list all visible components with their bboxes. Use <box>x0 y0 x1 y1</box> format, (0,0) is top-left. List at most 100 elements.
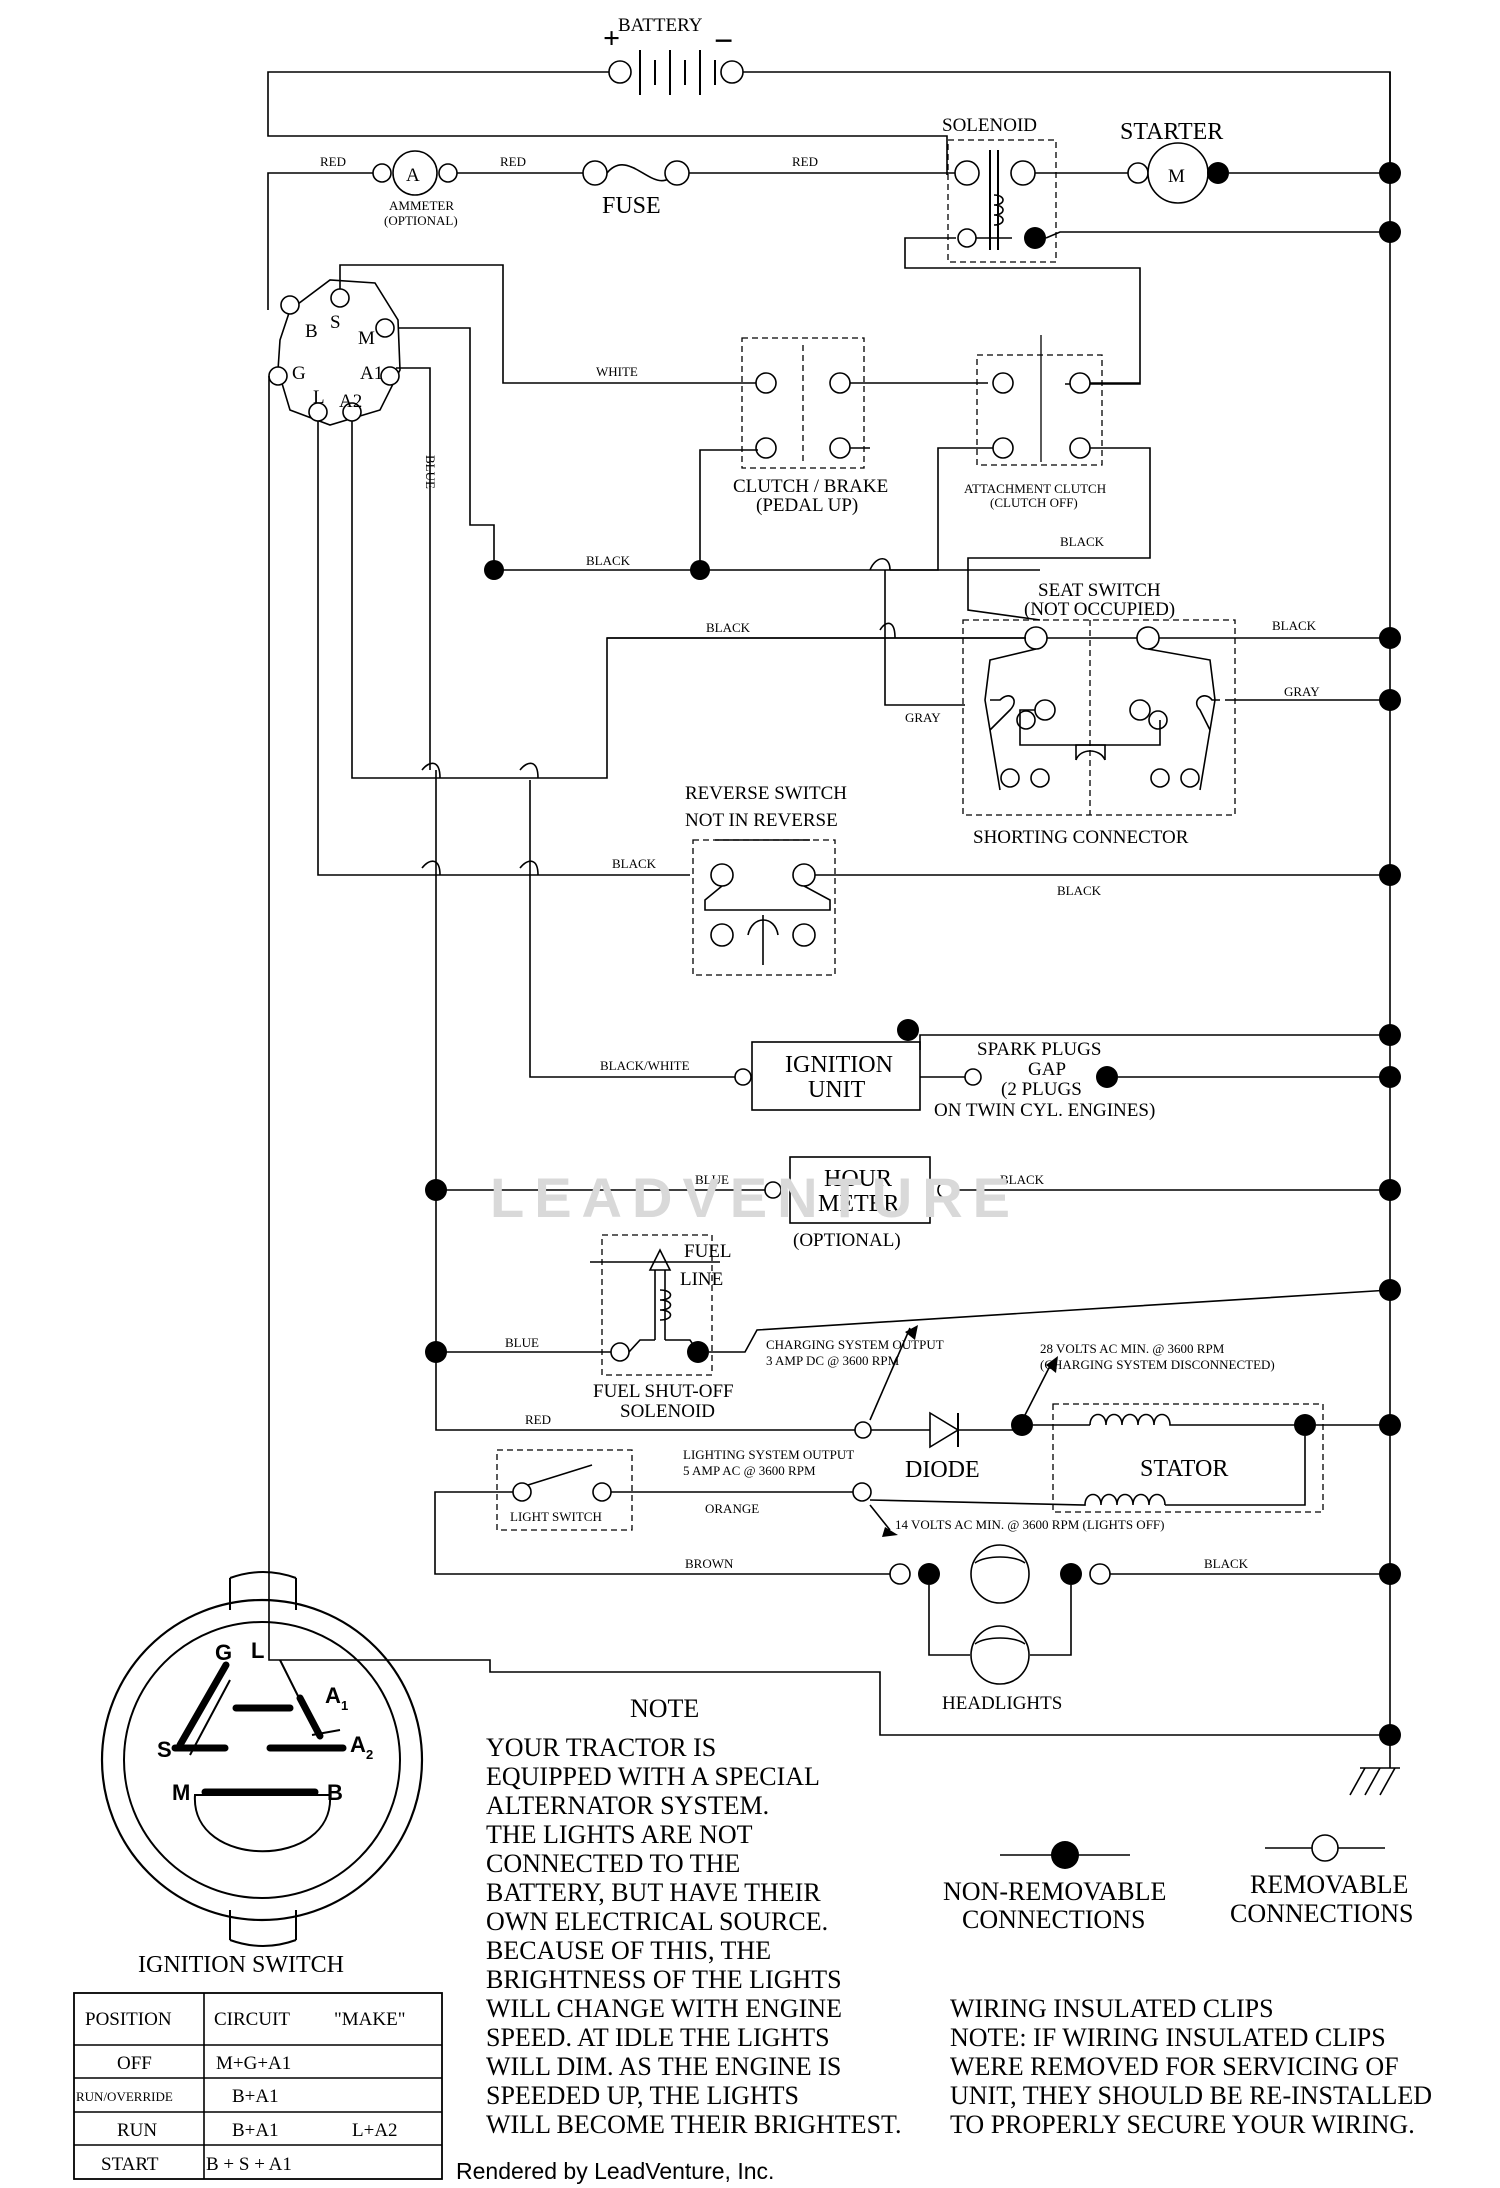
wire-crossover <box>519 762 539 779</box>
stator-label: STATOR <box>1140 1456 1228 1482</box>
volts14-label: 14 VOLTS AC MIN. @ 3600 RPM (LIGHTS OFF) <box>895 1517 1164 1532</box>
table-cell-extra: L+A2 <box>352 2120 398 2141</box>
ammeter-optional: (OPTIONAL) <box>384 213 458 228</box>
note-title: NOTE <box>630 1694 699 1723</box>
wire-black-label-5: BLACK <box>612 856 657 871</box>
watermark: LEADVENTURE <box>490 1166 1021 1229</box>
note-line: BATTERY, BUT HAVE THEIR <box>486 1878 821 1907</box>
wire-crossover <box>519 860 539 876</box>
wire-crossover <box>421 762 441 779</box>
switch-term-m: M <box>358 328 375 349</box>
clips-note: WIRING INSULATED CLIPS NOTE: IF WIRING I… <box>950 1994 1432 2139</box>
clutch-label-2: (PEDAL UP) <box>756 495 858 516</box>
lighting-label-1: LIGHTING SYSTEM OUTPUT <box>683 1447 854 1462</box>
wire-crossover <box>421 860 441 876</box>
starter-motor: STARTER M <box>1035 119 1401 243</box>
table-header-make: "MAKE" <box>334 2009 405 2030</box>
note-line: CONNECTED TO THE <box>486 1849 740 1878</box>
diode-label: DIODE <box>905 1457 980 1483</box>
note-line: THE LIGHTS ARE NOT <box>486 1820 753 1849</box>
wire-gray-label-2: GRAY <box>1284 684 1320 699</box>
ign-face-b: B <box>327 1780 343 1805</box>
clutch-label-1: CLUTCH / BRAKE <box>733 476 888 497</box>
table-cell-circuit: B+A1 <box>232 2120 279 2141</box>
wire-red-label-4: RED <box>525 1412 551 1427</box>
clips-line: TO PROPERLY SECURE YOUR WIRING. <box>950 2110 1415 2139</box>
charging-system: RED CHARGING SYSTEM OUTPUT 3 AMP DC @ 36… <box>525 1325 1401 1537</box>
ign-face-s: S <box>157 1737 172 1762</box>
note-line: SPEEDED UP, THE LIGHTS <box>486 2081 799 2110</box>
note-line: OWN ELECTRICAL SOURCE. <box>486 1907 828 1936</box>
attachment-clutch-switch: ATTACHMENT CLUTCH (CLUTCH OFF) BLACK <box>890 335 1151 621</box>
wire-m-black <box>398 327 1040 571</box>
charging-label-1: CHARGING SYSTEM OUTPUT <box>766 1337 944 1352</box>
ignition-unit: BLACK/WHITE IGNITION UNIT SPARK PLUGS GA… <box>529 780 1401 1121</box>
wire-black-white-label: BLACK/WHITE <box>600 1058 690 1073</box>
key-switch-connector: B S M G A1 L A2 <box>268 279 401 426</box>
wire-g <box>268 376 1390 1736</box>
table-cell-circuit: B+A1 <box>232 2086 279 2107</box>
note-line: EQUIPPED WITH A SPECIAL <box>486 1762 820 1791</box>
lighting-circuit: LIGHT SWITCH ORANGE 14 VOLTS AC MIN. @ 3… <box>434 1449 1401 1714</box>
switch-term-b: B <box>305 321 318 342</box>
wire-white <box>339 264 765 384</box>
wire-black-label-2: BLACK <box>586 553 631 568</box>
starter-label: STARTER <box>1120 119 1223 145</box>
fuel-line-label-1: FUEL <box>684 1241 732 1262</box>
shorting-label: SHORTING CONNECTOR <box>973 827 1189 848</box>
wire-black-label-6: BLACK <box>1057 883 1102 898</box>
alternator-note: NOTE YOUR TRACTOR IS EQUIPPED WITH A SPE… <box>486 1694 901 2139</box>
clips-line: WIRING INSULATED CLIPS <box>950 1994 1274 2023</box>
hour-label-1: HOUR <box>824 1166 892 1192</box>
legend-removable-2: CONNECTIONS <box>1230 1899 1413 1928</box>
lighting-label-2: 5 AMP AC @ 3600 RPM <box>683 1463 816 1478</box>
battery-minus-sign: − <box>714 23 733 60</box>
reverse-switch: REVERSE SWITCH NOT IN REVERSE BLACK BLAC… <box>612 783 1401 976</box>
fuse: FUSE RED RED <box>457 154 955 219</box>
ignition-switch-face: G L A 1 S A 2 M B <box>100 1571 424 1947</box>
fuse-label: FUSE <box>602 193 661 219</box>
starter-solenoid: SOLENOID <box>904 115 1141 385</box>
wire-black-label-7: BLACK <box>1000 1172 1045 1187</box>
battery-plus-sign: + <box>603 22 620 55</box>
spark-label-1: SPARK PLUGS <box>977 1039 1101 1060</box>
hour-meter: BLUE HOUR METER (OPTIONAL) BLACK <box>425 770 1401 1431</box>
wire-black-label-8: BLACK <box>1204 1556 1249 1571</box>
hour-label-2: METER <box>818 1191 899 1217</box>
table-header-circuit: CIRCUIT <box>214 2009 290 2030</box>
ammeter-label: AMMETER <box>389 198 454 213</box>
wire-black-label-3: BLACK <box>706 620 751 635</box>
wire-black-label-4: BLACK <box>1272 618 1317 633</box>
ammeter-a: A <box>406 165 420 186</box>
fuel-line-label-2: LINE <box>680 1269 723 1290</box>
fuel-shutoff-solenoid: BLUE FUEL LINE FUEL SHUT-OFF SOLENOID <box>425 1234 1401 1422</box>
note-line: BECAUSE OF THIS, THE <box>486 1936 771 1965</box>
spark-label-3: (2 PLUGS <box>1001 1079 1082 1100</box>
volts28-label-1: 28 VOLTS AC MIN. @ 3600 RPM <box>1040 1341 1225 1356</box>
attach-label-2: (CLUTCH OFF) <box>990 495 1078 510</box>
ign-face-a2-sub: 2 <box>366 1747 373 1762</box>
reverse-label-1: REVERSE SWITCH <box>685 783 847 804</box>
light-switch-label: LIGHT SWITCH <box>510 1509 602 1524</box>
clips-line: NOTE: IF WIRING INSULATED CLIPS <box>950 2023 1386 2052</box>
wire-gray-label-1: GRAY <box>905 710 941 725</box>
wire-black-label-1: BLACK <box>1060 534 1105 549</box>
wire-crossover <box>869 557 891 571</box>
note-line: WILL CHANGE WITH ENGINE <box>486 1994 842 2023</box>
wire-brown-label: BROWN <box>685 1556 734 1571</box>
ign-face-l: L <box>251 1638 264 1663</box>
ignition-label-2: UNIT <box>808 1077 866 1103</box>
red-wire-label-1: RED <box>320 154 346 169</box>
seat-label-2: (NOT OCCUPIED) <box>1024 599 1175 620</box>
reverse-label-2: NOT IN REVERSE <box>685 810 838 831</box>
table-cell-position: RUN <box>117 2120 157 2141</box>
attach-label-1: ATTACHMENT CLUTCH <box>964 481 1106 496</box>
legend-removable-1: REMOVABLE <box>1250 1870 1408 1899</box>
clips-line: WERE REMOVED FOR SERVICING OF <box>950 2052 1399 2081</box>
ignition-switch-title: IGNITION SWITCH <box>138 1952 344 1978</box>
spark-label-4: ON TWIN CYL. ENGINES) <box>934 1100 1155 1121</box>
ignition-label-1: IGNITION <box>785 1052 893 1078</box>
hour-label-3: (OPTIONAL) <box>793 1230 901 1251</box>
red-wire-label-2: RED <box>500 154 526 169</box>
note-line: BRIGHTNESS OF THE LIGHTS <box>486 1965 842 1994</box>
